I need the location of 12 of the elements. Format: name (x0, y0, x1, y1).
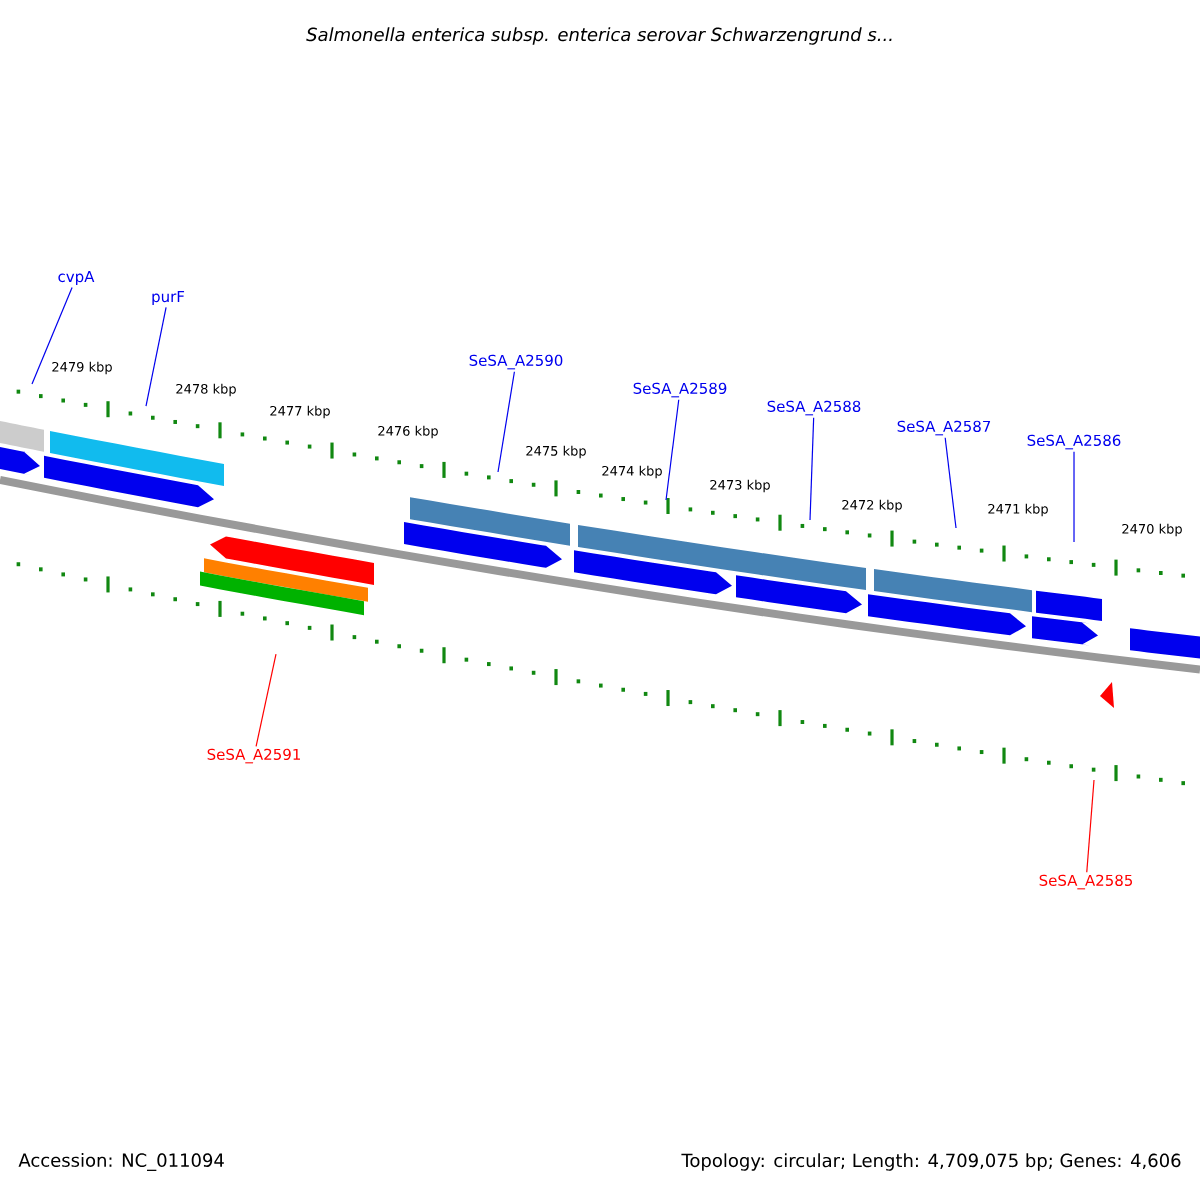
leader-line (255, 653, 277, 747)
leader-line (1073, 451, 1075, 543)
leader-line (497, 371, 515, 473)
leader-line (665, 399, 680, 501)
leader-line (145, 306, 167, 407)
footer-text: Accession: NC_011094 (18, 1153, 224, 1171)
title: Salmonella enterica subsp. enterica serovar Schwarzengrund s... (306, 27, 892, 45)
footer-text: Topology: circular; Length: 4,709,075 bp; Genes: 4,606 (681, 1153, 1181, 1171)
leader-line (944, 437, 957, 529)
leader-line (31, 286, 73, 385)
leader-line (809, 417, 815, 521)
leader-line (1086, 779, 1095, 873)
